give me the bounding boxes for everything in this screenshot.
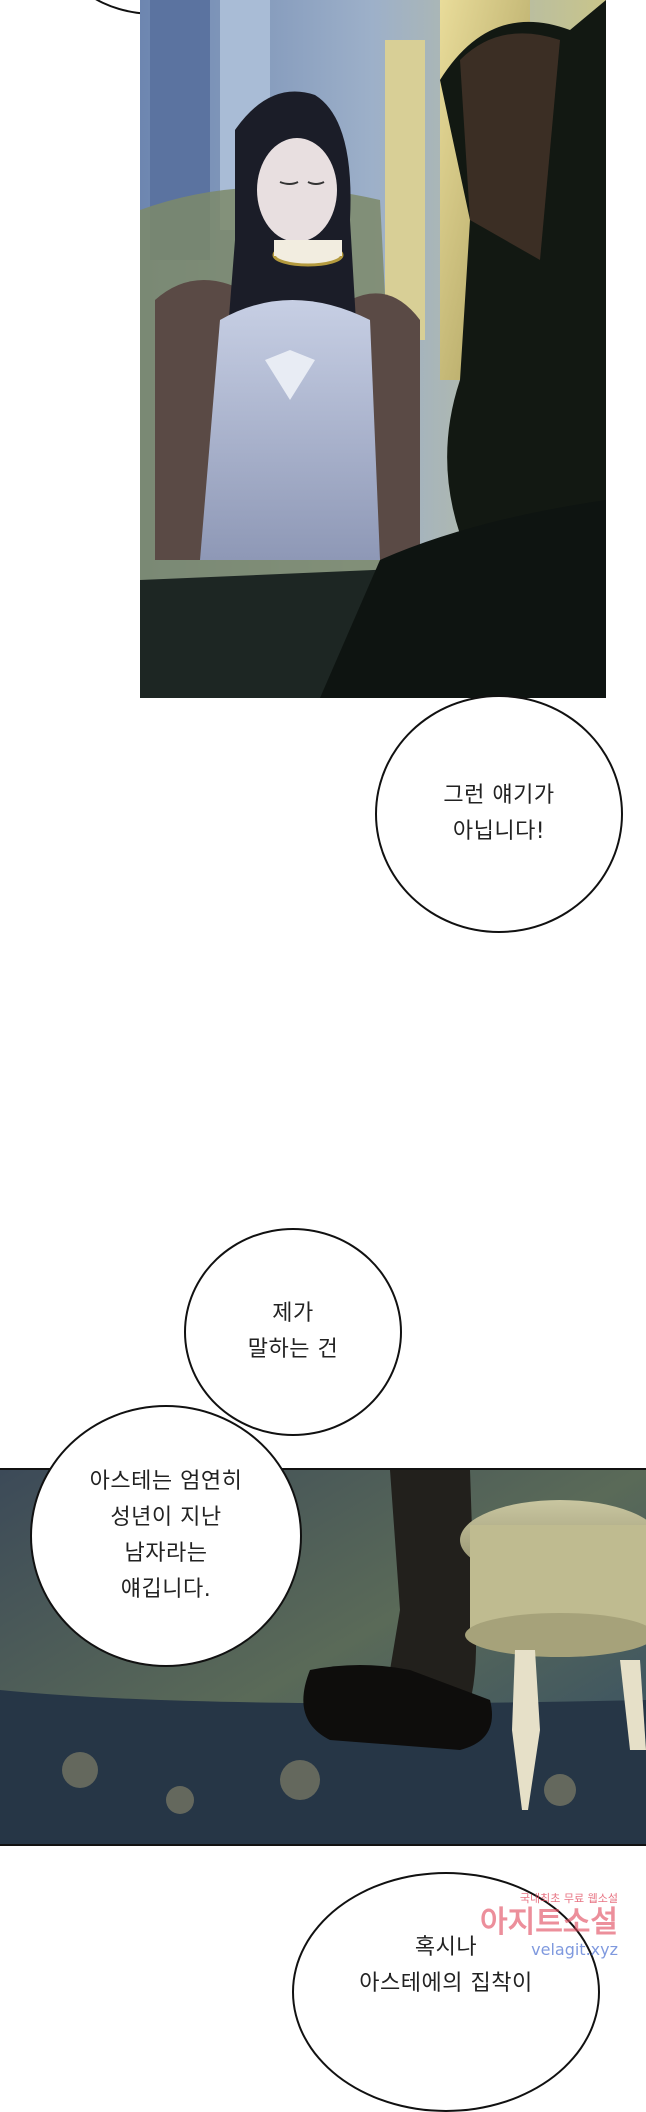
watermark: 국내최초 무료 웹소설 아지트소설 velagit.xyz	[408, 1890, 618, 1959]
speech-bubble-4-text: 혹시나 아스테에의 집착이	[359, 1935, 533, 1996]
speech-bubble-2-text: 제가 말하는 건	[247, 1301, 339, 1362]
tea-scene-panel	[140, 0, 606, 698]
tea-scene-illustration	[140, 0, 606, 698]
floor-scene-illustration	[0, 1470, 646, 1844]
speech-bubble-3-text: 아스테는 엄연히 성년이 지난 남자라는 얘깁니다.	[89, 1469, 243, 1602]
speech-bubble-1-text: 그런 얘기가 아닙니다!	[443, 783, 555, 844]
watermark-line-1: 국내최초 무료 웹소설	[519, 1892, 618, 1905]
speech-bubble-2: 제가 말하는 건	[184, 1228, 402, 1436]
speech-bubble-1: 그런 얘기가 아닙니다!	[375, 695, 623, 933]
watermark-line-2: 아지트소설	[480, 1905, 618, 1940]
watermark-line-3: velagit.xyz	[531, 1940, 618, 1959]
floor-scene-panel	[0, 1468, 646, 1846]
speech-bubble-3: 아스테는 엄연히 성년이 지난 남자라는 얘깁니다.	[30, 1405, 302, 1667]
